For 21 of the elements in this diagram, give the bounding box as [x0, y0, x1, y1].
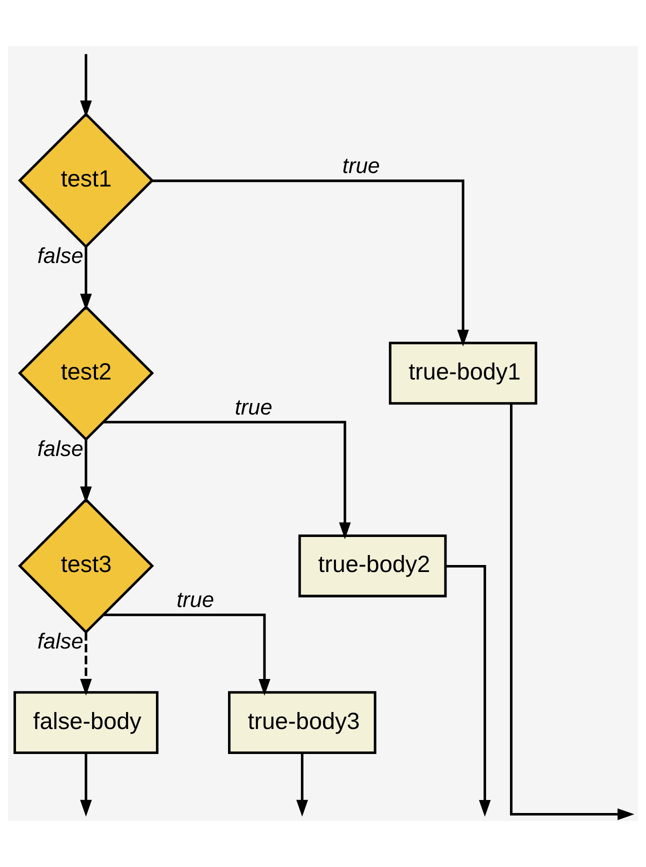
arrow	[80, 54, 92, 118]
edge-label: true	[176, 587, 214, 612]
node-diamond: test3	[18, 498, 154, 634]
node-box: false-body	[14, 691, 158, 754]
node-box: true-body3	[228, 691, 376, 754]
arrow	[446, 565, 491, 817]
arrow	[152, 180, 469, 346]
arrow	[510, 403, 634, 820]
arrow	[104, 420, 351, 540]
edge-label: true	[234, 394, 272, 420]
arrow	[104, 614, 270, 696]
node-box: true-body2	[298, 534, 447, 598]
edge-label: true	[342, 153, 380, 178]
arrow	[80, 440, 92, 504]
node-box: true-body1	[388, 342, 538, 405]
node-diamond: test2	[18, 305, 154, 442]
arrow	[80, 752, 92, 817]
node-diamond: test1	[18, 112, 154, 248]
arrow	[80, 632, 92, 696]
arrow	[80, 246, 92, 311]
arrow	[296, 752, 308, 817]
